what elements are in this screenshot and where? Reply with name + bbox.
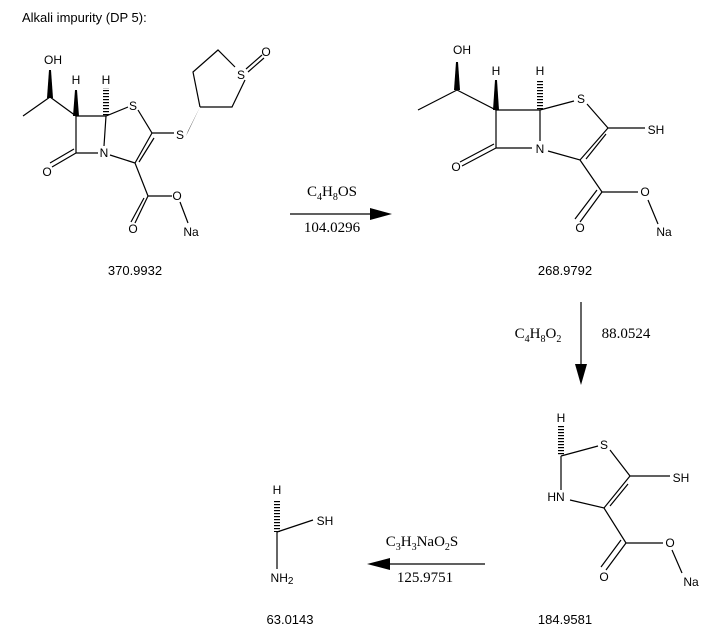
compound-4-structure: H SH NH2 <box>271 483 334 587</box>
atom-label: Na <box>656 225 672 239</box>
atom-label: Na <box>183 225 199 239</box>
compound-3-structure: H S SH HN O O Na <box>547 411 699 589</box>
atom-label: S <box>237 68 245 82</box>
reaction-1-loss: 104.0296 <box>304 220 361 236</box>
atom-label: H <box>557 411 566 425</box>
compound-3-mass: 184.9581 <box>538 612 592 627</box>
atom-label: H <box>536 64 545 78</box>
atom-label: O <box>128 222 137 236</box>
reaction-arrow-2: C4H8O2 88.0524 <box>515 302 651 385</box>
reaction-arrow-1: C4H8OS 104.0296 <box>290 184 392 236</box>
reaction-2-loss: 88.0524 <box>602 326 651 342</box>
atom-label: SH <box>648 123 665 137</box>
compound-1-structure: OH H H S S S O N O O O Na <box>22 45 271 239</box>
atom-label: O <box>451 160 460 174</box>
reaction-arrow-3: C3H3NaO2S 125.9751 <box>367 534 485 586</box>
atom-label: SH <box>673 471 690 485</box>
atom-label: O <box>261 45 270 59</box>
compound-1-mass: 370.9932 <box>108 263 162 278</box>
compound-2-mass: 268.9792 <box>538 263 592 278</box>
scheme-title: Alkali impurity (DP 5): <box>22 10 147 25</box>
atom-label: HN <box>547 490 564 504</box>
atom-label: O <box>640 185 649 199</box>
atom-label: S <box>176 128 184 142</box>
reaction-2-formula: C4H8O2 <box>515 326 562 345</box>
atom-label: S <box>129 99 137 113</box>
atom-label: Na <box>683 575 699 589</box>
atom-label: S <box>600 438 608 452</box>
atom-label: SH <box>317 514 334 528</box>
reaction-1-formula: C4H8OS <box>307 184 357 203</box>
atom-label: H <box>72 73 81 87</box>
atom-label: H <box>273 483 282 497</box>
atom-label: O <box>172 189 181 203</box>
atom-label: O <box>42 165 51 179</box>
atom-label: O <box>575 221 584 235</box>
atom-label: O <box>665 536 674 550</box>
atom-label: S <box>577 92 585 106</box>
atom-label: H <box>102 73 111 87</box>
reaction-3-formula: C3H3NaO2S <box>386 534 459 553</box>
atom-label: O <box>599 570 608 584</box>
compound-4-mass: 63.0143 <box>267 612 314 627</box>
compound-2-structure: OH H H S SH N O O O Na <box>417 43 672 239</box>
atom-label: OH <box>44 53 62 67</box>
atom-label: H <box>492 64 501 78</box>
atom-label: NH2 <box>271 571 294 587</box>
atom-label: N <box>100 146 109 160</box>
reaction-3-loss: 125.9751 <box>397 570 453 586</box>
atom-label: N <box>536 142 545 156</box>
atom-label: OH <box>453 43 471 57</box>
